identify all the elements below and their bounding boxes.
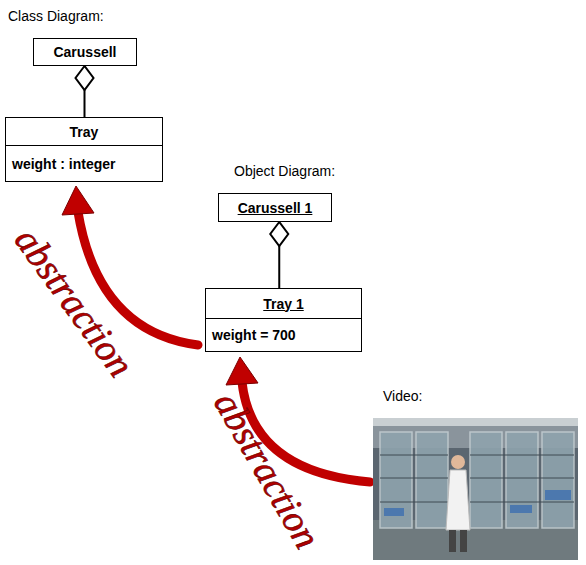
name-compartment: Carussell bbox=[34, 39, 136, 65]
attribute: weight : integer bbox=[12, 156, 115, 172]
person bbox=[446, 455, 470, 552]
video-still bbox=[373, 418, 578, 560]
connector-line bbox=[84, 90, 86, 117]
object-box: Carussell 1 bbox=[218, 193, 332, 222]
attribute-compartment: weight : integer bbox=[6, 145, 162, 181]
object-box: Tray 1 weight = 700 bbox=[205, 288, 362, 352]
object-name: Carussell 1 bbox=[238, 200, 313, 216]
name-compartment: Carussell 1 bbox=[219, 194, 331, 221]
attribute-value: weight = 700 bbox=[212, 327, 296, 343]
attribute-compartment: weight = 700 bbox=[206, 318, 361, 351]
class-box: Tray weight : integer bbox=[5, 117, 163, 182]
class-box: Carussell bbox=[33, 38, 137, 66]
aggregation-link bbox=[76, 66, 94, 117]
name-compartment: Tray 1 bbox=[206, 289, 361, 318]
section-label: Class Diagram: bbox=[8, 8, 104, 24]
class-name: Carussell bbox=[53, 44, 116, 60]
aggregation-diamond bbox=[76, 66, 94, 90]
aggregation-diamond bbox=[270, 222, 288, 246]
object-name: Tray 1 bbox=[263, 296, 303, 312]
aggregation-link bbox=[270, 222, 288, 288]
name-compartment: Tray bbox=[6, 118, 162, 145]
class-name: Tray bbox=[70, 124, 99, 140]
section-label: Object Diagram: bbox=[234, 163, 335, 179]
section-label: Video: bbox=[383, 388, 422, 404]
connector-line bbox=[278, 246, 280, 288]
